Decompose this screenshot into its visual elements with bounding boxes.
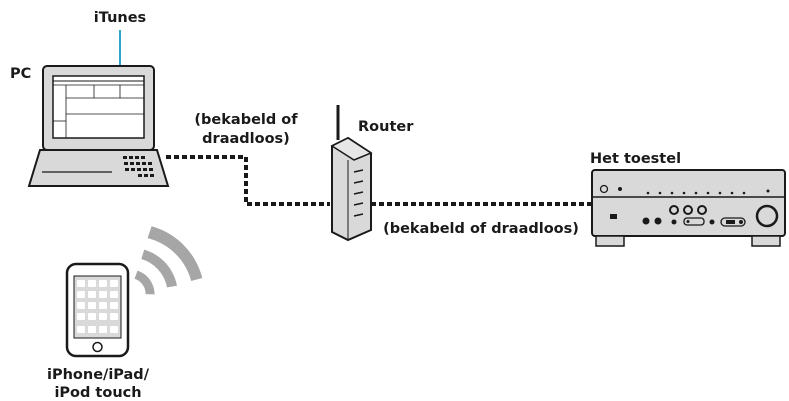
pc-link-label-line2: draadloos) [202,131,290,147]
av-receiver-icon [591,169,786,247]
cable-pc-to-router [166,155,330,206]
device-link-label: (bekabeld of draadloos) [383,221,579,237]
mobile-label-line2: iPod touch [54,385,141,401]
router-label: Router [358,119,414,135]
pc-laptop-icon [27,65,170,187]
pc-link-label-line1: (bekabeld of [194,112,298,128]
pc-label: PC [10,66,31,82]
itunes-label: iTunes [94,10,146,26]
smartphone-icon [65,262,130,358]
router-icon [330,105,373,242]
mobile-label-line1: iPhone/iPad/ [47,367,150,383]
device-label: Het toestel [590,151,681,167]
wireless-signal-icon [134,226,203,295]
